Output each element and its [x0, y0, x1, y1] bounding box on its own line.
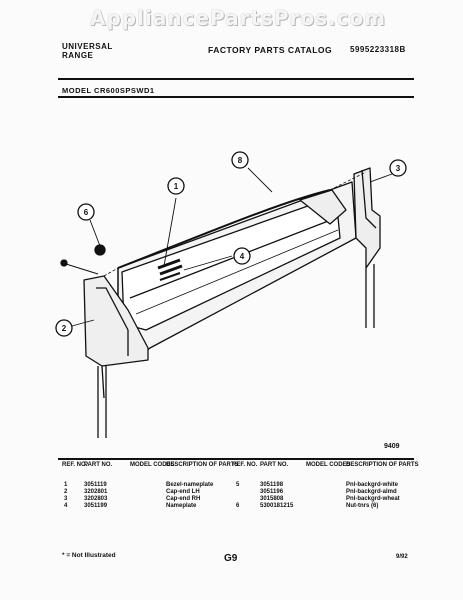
callout-2: 2 [62, 324, 67, 333]
table-row-desc: Nameplate [166, 503, 197, 509]
table-row-part: 3202803 [84, 496, 108, 502]
table-row-desc: Bezel-nameplate [166, 482, 214, 488]
table-row-part: 3051196 [260, 489, 284, 495]
footer-date-code: 9/92 [396, 554, 408, 560]
table-row-desc: Pnl-backgrd-almd [346, 489, 397, 495]
end-cap-right [353, 167, 381, 269]
table-row-part: 3202801 [84, 489, 108, 495]
callout-1: 1 [174, 182, 179, 191]
table-row-ref: 3 [64, 496, 68, 502]
table-row-ref: 2 [64, 489, 68, 495]
table-row-desc: Pnl-backgrd-white [346, 482, 399, 488]
col-part-no-right: PART NO. [260, 462, 289, 468]
table-row-desc: Nut-tnrs (6) [346, 503, 379, 509]
end-cap-left [83, 275, 149, 367]
table-row-ref: 6 [236, 503, 240, 509]
model-rule [58, 96, 414, 98]
catalog-title: FACTORY PARTS CATALOG [208, 45, 333, 55]
watermark: AppliancePartsPros.com [90, 6, 387, 30]
callout-3: 3 [396, 164, 401, 173]
table-row-desc: Pnl-backgrd-wheat [346, 496, 400, 502]
col-part-no: PART NO. [84, 462, 113, 468]
table-row-part: 3051199 [84, 503, 108, 509]
header-rule [58, 78, 414, 80]
callout-4: 4 [240, 252, 245, 261]
table-row-ref: 4 [64, 503, 68, 509]
model-label: MODEL CR600SPSWD1 [62, 86, 155, 95]
page-number: G9 [224, 553, 238, 564]
brand-line-1: UNIVERSAL [62, 42, 113, 51]
table-row-ref: 1 [64, 482, 68, 488]
document-number: 5995223318B [350, 45, 406, 54]
table-row-desc: Cap-end LH [166, 489, 200, 495]
col-ref-no-right: REF. NO. [232, 462, 258, 468]
callout-8-top: 8 [238, 156, 243, 165]
table-rule [58, 458, 414, 460]
not-illustrated-note: * = Not Illustrated [62, 552, 116, 559]
col-description-right: DESCRIPTION OF PARTS [346, 462, 419, 468]
col-model-codes-right: MODEL CODES [306, 462, 351, 468]
table-row-part: 3051119 [84, 482, 107, 488]
col-description: DESCRIPTION OF PARTS [166, 462, 239, 468]
col-model-codes: MODEL CODES [130, 462, 175, 468]
table-row-ref: 5 [236, 482, 240, 488]
table-row-part: 3015808 [260, 496, 284, 502]
callout-6: 6 [84, 208, 89, 217]
brand-line-2: RANGE [62, 51, 94, 60]
table-row-part: 3051198 [260, 482, 284, 488]
diagram-date-code: 9409 [384, 443, 400, 450]
exploded-diagram: 1 8 3 6 4 2 [55, 151, 407, 438]
col-ref-no: REF. NO. [62, 462, 88, 468]
table-row-desc: Cap-end RH [166, 496, 201, 502]
table-row-part: 5300181215 [260, 503, 294, 509]
